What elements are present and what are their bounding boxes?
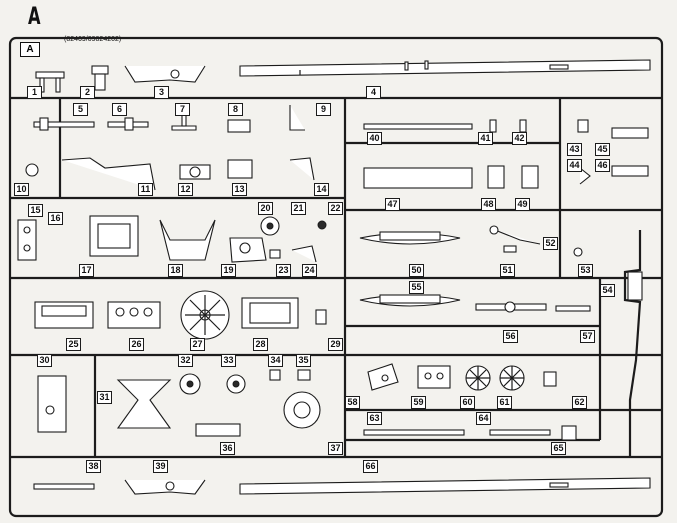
part-label-5: 5 [73,103,88,116]
part-label-3: 3 [154,86,169,99]
part-label-66: 66 [363,460,378,473]
right-lower-parts [363,363,577,441]
sheet-letter: A [28,2,41,30]
part-label-7: 7 [175,103,190,116]
part-4-chassis-rail [239,59,651,77]
right-middle-parts [359,230,643,456]
part-label-53: 53 [578,264,593,277]
row1-parts [33,65,305,133]
part-label-19: 19 [221,264,236,277]
bottom-parts [33,479,206,495]
right-upper-parts [359,119,649,257]
part-label-64: 64 [476,412,491,425]
part-label-47: 47 [385,198,400,211]
part-label-43: 43 [567,143,582,156]
part-label-50: 50 [409,264,424,277]
row5-parts [37,369,321,437]
part-label-52: 52 [543,237,558,250]
part-label-21: 21 [291,202,306,215]
row3-parts [17,215,327,263]
part-label-36: 36 [220,442,235,455]
part-label-41: 41 [478,132,493,145]
part-label-15: 15 [28,204,43,217]
part-label-13: 13 [232,183,247,196]
part-label-37: 37 [328,442,343,455]
part-label-34: 34 [268,354,283,367]
part-label-26: 26 [129,338,144,351]
part-label-18: 18 [168,264,183,277]
part-label-62: 62 [572,396,587,409]
part-label-54: 54 [600,284,615,297]
part-label-48: 48 [481,198,496,211]
part-label-4: 4 [366,86,381,99]
part-label-42: 42 [512,132,527,145]
part-label-58: 58 [345,396,360,409]
part-label-27: 27 [190,338,205,351]
frame-letter-tag: A [20,42,40,57]
part-label-10: 10 [14,183,29,196]
part-label-49: 49 [515,198,530,211]
part-label-63: 63 [367,412,382,425]
part-label-40: 40 [367,132,382,145]
part-label-11: 11 [138,183,153,196]
part-label-45: 45 [595,143,610,156]
part-label-44: 44 [567,159,582,172]
part-label-56: 56 [503,330,518,343]
part-label-65: 65 [551,442,566,455]
part-label-12: 12 [178,183,193,196]
part-code: (82469/09824202) [64,36,122,43]
part-label-28: 28 [253,338,268,351]
part-label-8: 8 [228,103,243,116]
part-label-29: 29 [328,338,343,351]
part-label-9: 9 [316,103,331,116]
part-label-33: 33 [221,354,236,367]
part-label-25: 25 [66,338,81,351]
part-label-20: 20 [258,202,273,215]
part-label-35: 35 [296,354,311,367]
part-label-61: 61 [497,396,512,409]
part-label-59: 59 [411,396,426,409]
part-label-23: 23 [276,264,291,277]
part-label-1: 1 [27,86,42,99]
part-label-16: 16 [48,212,63,225]
part-label-38: 38 [86,460,101,473]
row4-engine-parts [34,290,327,340]
part-label-17: 17 [79,264,94,277]
part-label-24: 24 [302,264,317,277]
part-label-57: 57 [580,330,595,343]
row2-parts [25,157,315,191]
part-label-31: 31 [97,391,112,404]
part-label-30: 30 [37,354,52,367]
part-label-32: 32 [178,354,193,367]
part-label-6: 6 [112,103,127,116]
part-label-51: 51 [500,264,515,277]
part-label-2: 2 [80,86,95,99]
part-label-22: 22 [328,202,343,215]
part-label-14: 14 [314,183,329,196]
part-label-60: 60 [460,396,475,409]
part-label-46: 46 [595,159,610,172]
part-label-39: 39 [153,460,168,473]
part-66-chassis-rail [239,477,651,495]
part-label-55: 55 [409,281,424,294]
